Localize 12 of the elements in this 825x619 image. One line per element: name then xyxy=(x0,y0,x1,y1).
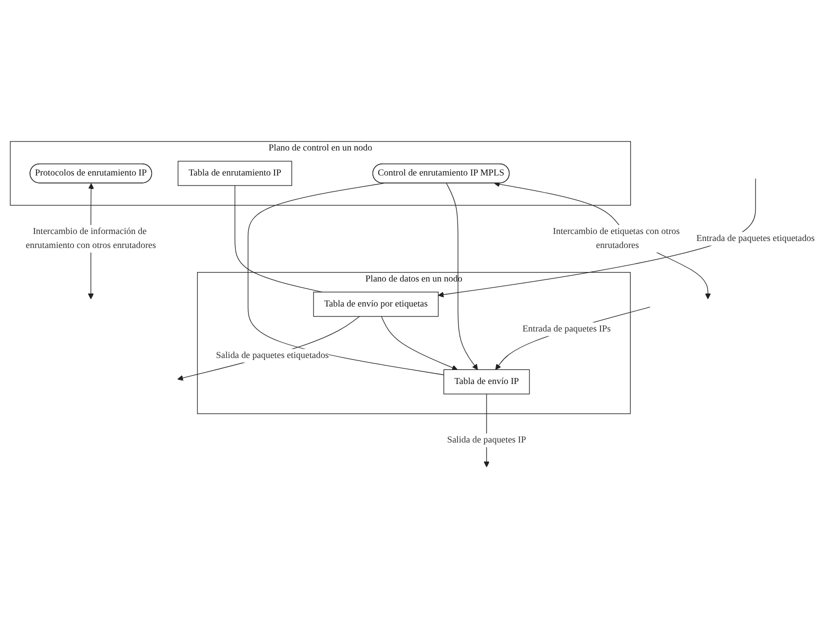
node-box: Tabla de envío por etiquetas xyxy=(313,292,439,317)
arrow xyxy=(446,182,478,370)
node-box: Tabla de enrutamiento IP xyxy=(178,160,292,186)
edge-label: Salida de paquetes etiquetados xyxy=(216,350,329,361)
arrow xyxy=(438,178,756,298)
edge-label: Intercambio de información de enrutamiento con otros enrutadores xyxy=(26,226,156,251)
edge-label: Entrada de paquetes IPs xyxy=(522,324,611,334)
arrow xyxy=(381,316,458,370)
edge-label: Intercambio de etiquetas con otros enrutadores xyxy=(552,226,680,251)
node-box: Tabla de envío IP xyxy=(443,369,530,394)
edge-label: Salida de paquetes IP xyxy=(447,435,526,446)
edge-label: Entrada de paquetes etiquetados xyxy=(696,234,815,244)
